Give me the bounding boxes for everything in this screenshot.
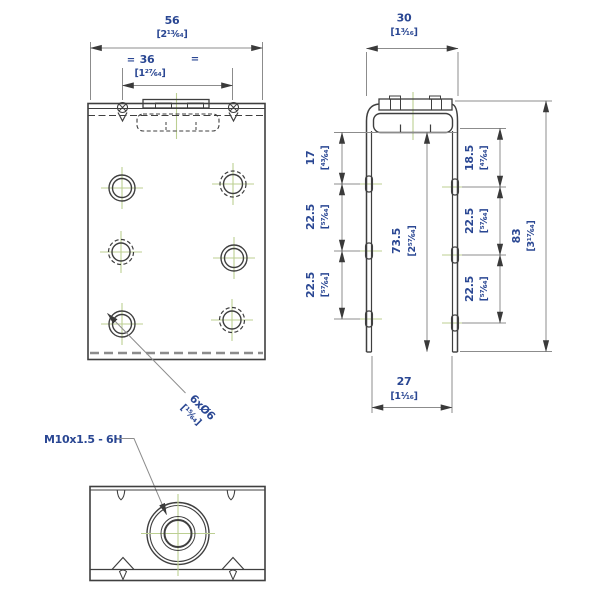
- bottom-outline: [89, 485, 266, 582]
- dim-83-in: [3¹⁷⁄₆₄]: [526, 220, 537, 251]
- hole-hidden: [218, 306, 246, 334]
- front-dimensions: 56 [2¹³⁄₆₄] = 36 = [1²⁷⁄₆₄] 6xØ6 [¹⁵⁄₆₄]…: [44, 14, 264, 516]
- dimple-bottom-right: [228, 569, 238, 581]
- dim-27-mm: 27: [397, 375, 412, 388]
- left-leg-outer: [365, 103, 380, 352]
- hole: [108, 174, 136, 202]
- equal-mark-left: =: [127, 55, 135, 66]
- dim-22.5-in: [⁵⁷⁄₆₄]: [479, 209, 490, 234]
- leg-hole-slots: [364, 175, 460, 332]
- dim-30-mm: 30: [397, 12, 412, 25]
- bottom-view: [89, 485, 266, 582]
- holes-leader-line: [107, 313, 186, 394]
- plate-outline: [87, 102, 266, 361]
- dim-18.5-in: [⁴⁷⁄₆₄]: [479, 146, 490, 171]
- dim-18.5-mm: 18.5: [463, 145, 476, 171]
- front-hole-centerlines: [100, 163, 255, 345]
- top-tab-slot-right: [187, 102, 204, 109]
- dim-22.5-mm: 22.5: [463, 208, 476, 234]
- dim-27-in: [1¹⁄₁₆]: [390, 391, 417, 402]
- dim-73.5-mm: 73.5: [390, 228, 403, 254]
- dim-22.5-in: [⁵⁷⁄₆₄]: [320, 205, 331, 230]
- hole-hidden: [107, 238, 135, 266]
- hole-hidden: [219, 170, 247, 198]
- top-tab: [142, 98, 210, 109]
- rivet-symbol-left: [116, 101, 129, 123]
- dimple-top-left: [116, 489, 126, 501]
- dim-83-mm: 83: [510, 229, 523, 244]
- dim-56-in: [2¹³⁄₆₄]: [156, 29, 187, 40]
- hole-pattern: [107, 170, 248, 338]
- dim-22.5-mm: 22.5: [304, 204, 317, 230]
- dimple-top-right: [226, 489, 236, 501]
- tapped-hole: [163, 519, 193, 548]
- side-dimensions: 30 [1³⁄₁₆] 17 [⁴³⁄₆₄] 22.5 [⁵⁷⁄₆₄] 22.5 …: [304, 12, 552, 413]
- dim-36-mm: 36: [140, 53, 155, 66]
- dim-36-in: [1²⁷⁄₆₄]: [134, 68, 165, 79]
- tab-notch-left: [111, 556, 135, 570]
- tab-notch-right: [221, 556, 245, 570]
- hole: [108, 310, 136, 338]
- thread-callout: M10x1.5 - 6H: [44, 433, 122, 446]
- thread-leader-line: [117, 438, 167, 516]
- dim-30-in: [1³⁄₁₆]: [390, 27, 417, 38]
- dim-56-mm: 56: [165, 14, 180, 27]
- dim-22.5-in: [⁵⁷⁄₆₄]: [320, 273, 331, 298]
- equal-mark-right: =: [191, 54, 199, 65]
- hidden-nut-housing: [136, 113, 220, 132]
- thread-circle: [160, 516, 196, 551]
- right-leg-outer: [451, 103, 459, 352]
- hole: [220, 244, 248, 272]
- dimple-bottom-left: [118, 569, 128, 581]
- nut-housing-top: [378, 98, 453, 111]
- dim-22.5-mm: 22.5: [304, 272, 317, 298]
- side-view: [356, 92, 468, 353]
- dim-17-mm: 17: [304, 151, 317, 166]
- dim-17-in: [⁴³⁄₆₄]: [320, 146, 331, 171]
- dim-22.5-in: [⁵⁷⁄₆₄]: [479, 277, 490, 302]
- rivet-symbol-right: [227, 101, 240, 123]
- dim-73.5-in: [2⁵⁷⁄₆₄]: [407, 225, 418, 256]
- front-view: [87, 93, 266, 361]
- dim-22.5-mm: 22.5: [463, 276, 476, 302]
- top-tab-slot-left: [155, 102, 172, 109]
